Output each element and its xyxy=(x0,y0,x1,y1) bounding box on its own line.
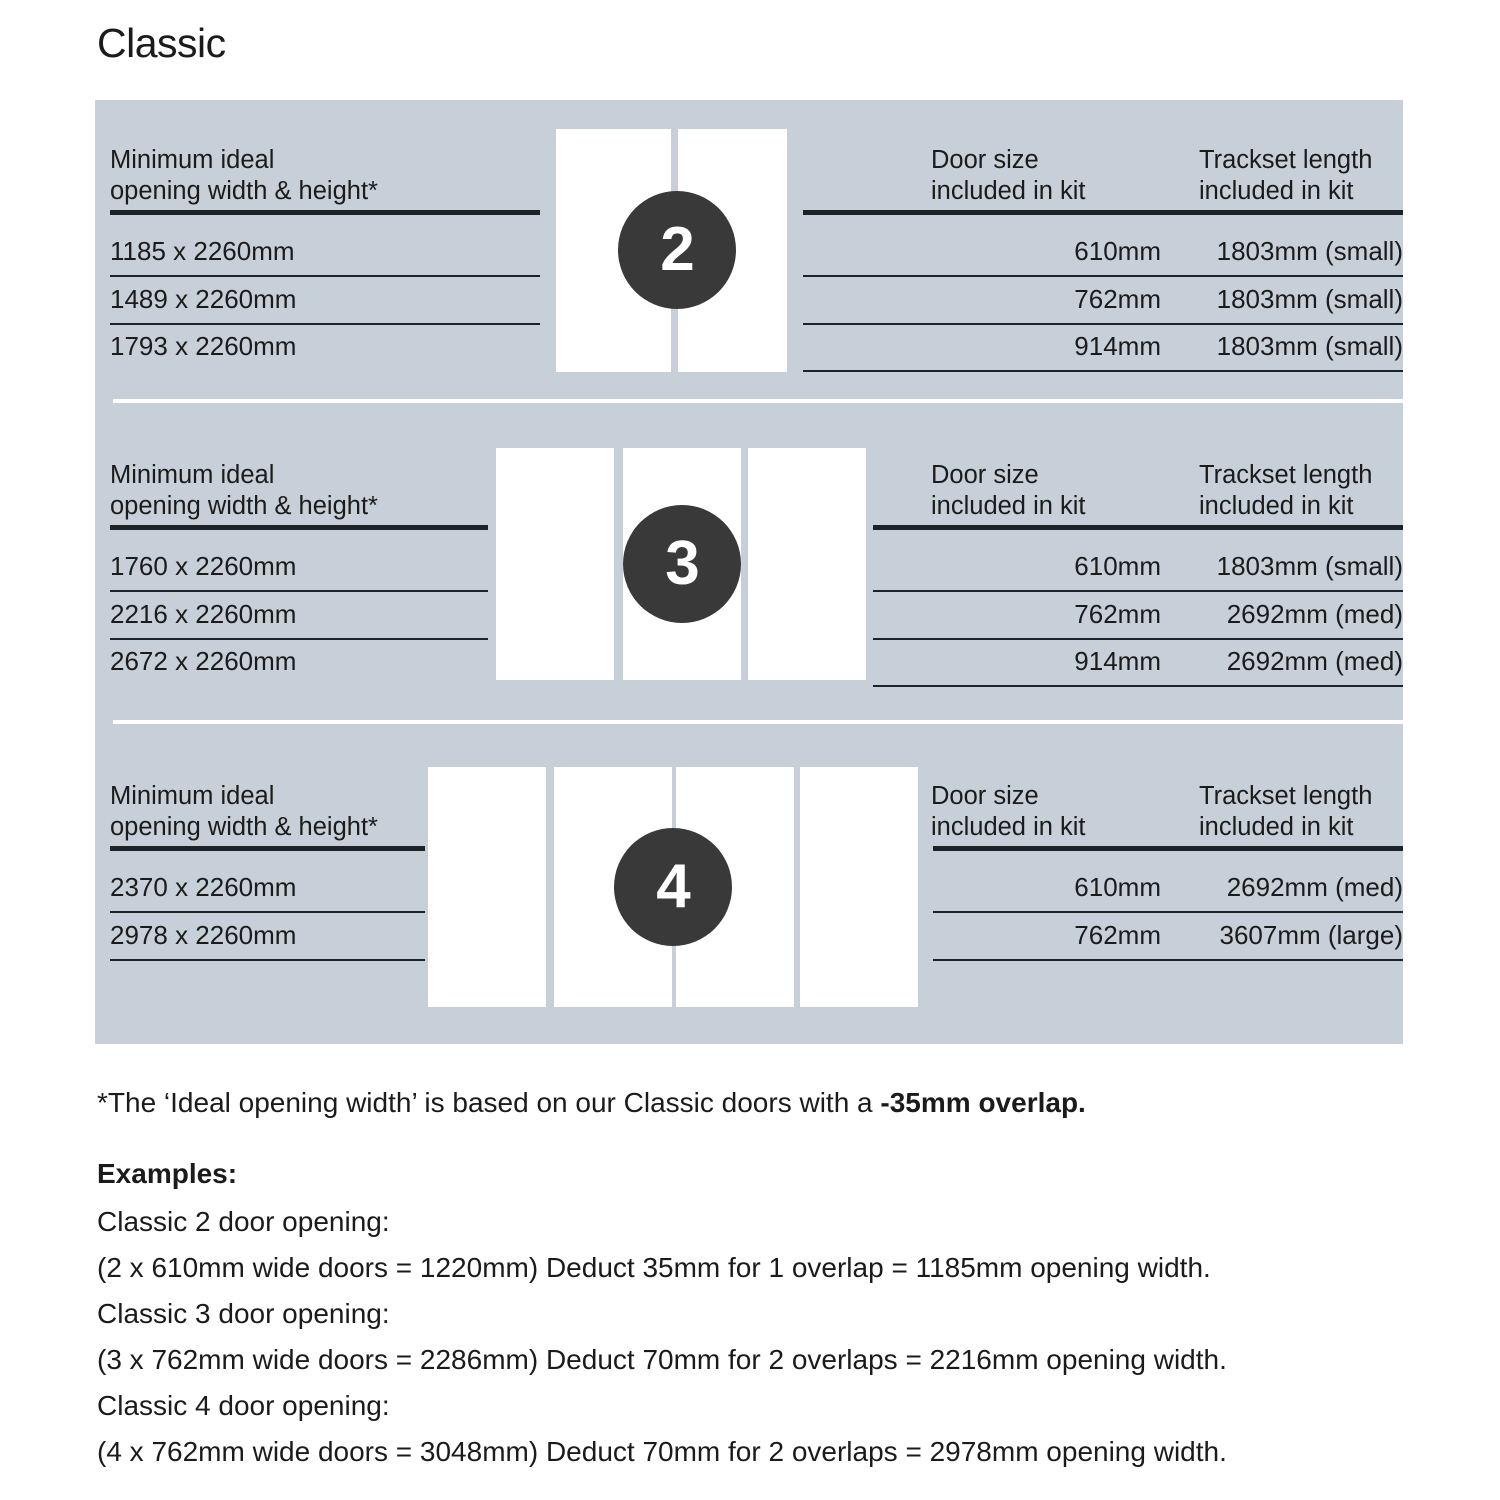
section-3-row-2-opening: 2216 x 2260mm xyxy=(110,599,297,629)
section-3-door: Minimum ideal opening width & height* Do… xyxy=(95,415,1403,720)
section-3-row-1-trackset: 1803mm (small) xyxy=(1216,551,1403,581)
section-3-row-3-opening: 2672 x 2260mm xyxy=(110,646,297,676)
section-4-row-2-trackset: 3607mm (large) xyxy=(1219,920,1403,950)
example-1-calc: (2 x 610mm wide doors = 1220mm) Deduct 3… xyxy=(97,1252,1211,1283)
section-2-row-3-opening: 1793 x 2260mm xyxy=(110,331,297,361)
section-2-row-2-door-size: 762mm xyxy=(1074,284,1161,314)
example-3-calc: (4 x 762mm wide doors = 3048mm) Deduct 7… xyxy=(97,1436,1227,1467)
sizing-table-board: Minimum ideal opening width & height* Do… xyxy=(95,100,1403,1044)
door-count-badge: 4 xyxy=(614,828,732,946)
examples-heading: Examples: xyxy=(97,1158,238,1189)
section-2-right-header-rule xyxy=(803,210,1403,215)
overlap-footnote-text: *The ‘Ideal opening width’ is based on o… xyxy=(97,1087,881,1118)
example-2-label: Classic 3 door opening: xyxy=(97,1298,390,1329)
section-4-row-1-door-size: 610mm xyxy=(1074,872,1161,902)
section-2-left-header: Minimum ideal opening width & height* xyxy=(110,146,378,205)
section-3-row-1-right-rule xyxy=(873,590,1403,592)
section-3-row-3-right-rule xyxy=(873,685,1403,687)
section-3-row-1-left-rule xyxy=(110,590,488,592)
section-2-row-3-trackset: 1803mm (small) xyxy=(1216,331,1403,361)
overlap-footnote: *The ‘Ideal opening width’ is based on o… xyxy=(97,1087,1086,1119)
section-4-left-header: Minimum ideal opening width & height* xyxy=(110,782,378,841)
section-4-trackset-header: Trackset length included in kit xyxy=(1199,782,1373,841)
section-4-row-1-opening: 2370 x 2260mm xyxy=(110,872,297,902)
section-4-door-size-header: Door size included in kit xyxy=(931,782,1086,841)
section-2-row-1-right-rule xyxy=(803,275,1403,277)
door-panel xyxy=(428,767,546,1007)
section-2-door-size-header: Door size included in kit xyxy=(931,146,1086,205)
section-2-row-3-door-size: 914mm xyxy=(1074,331,1161,361)
section-3-row-2-left-rule xyxy=(110,638,488,640)
example-2-calc: (3 x 762mm wide doors = 2286mm) Deduct 7… xyxy=(97,1344,1227,1375)
section-3-right-header-rule xyxy=(873,525,1403,530)
section-2-row-1-door-size: 610mm xyxy=(1074,236,1161,266)
door-count-badge: 3 xyxy=(623,505,741,623)
section-3-row-2-door-size: 762mm xyxy=(1074,599,1161,629)
page-title: Classic xyxy=(97,20,226,66)
section-3-door-size-header: Door size included in kit xyxy=(931,461,1086,520)
section-divider-1 xyxy=(113,399,1403,403)
section-2-trackset-header: Trackset length included in kit xyxy=(1199,146,1373,205)
section-3-left-header-rule xyxy=(110,525,488,530)
door-diagram-2: 2 xyxy=(556,129,802,372)
section-2-row-2-opening: 1489 x 2260mm xyxy=(110,284,297,314)
example-3-label: Classic 4 door opening: xyxy=(97,1390,390,1421)
section-4-row-1-left-rule xyxy=(110,911,425,913)
section-3-left-header: Minimum ideal opening width & height* xyxy=(110,461,378,520)
section-3-row-3-door-size: 914mm xyxy=(1074,646,1161,676)
section-2-door: Minimum ideal opening width & height* Do… xyxy=(95,100,1403,400)
section-divider-2 xyxy=(113,720,1403,724)
section-4-row-1-right-rule xyxy=(933,911,1403,913)
door-panel xyxy=(800,767,918,1007)
section-4-right-header-rule xyxy=(933,846,1403,851)
section-2-row-2-trackset: 1803mm (small) xyxy=(1216,284,1403,314)
door-count-badge: 2 xyxy=(618,191,736,309)
section-2-left-header-rule xyxy=(110,210,540,215)
section-2-row-3-right-rule xyxy=(803,370,1403,372)
section-4-door: Minimum ideal opening width & height* Do… xyxy=(95,736,1403,1044)
section-3-trackset-header: Trackset length included in kit xyxy=(1199,461,1373,520)
section-4-row-2-door-size: 762mm xyxy=(1074,920,1161,950)
section-2-row-1-left-rule xyxy=(110,275,540,277)
section-4-row-2-right-rule xyxy=(933,959,1403,961)
section-2-row-2-right-rule xyxy=(803,323,1403,325)
section-4-row-1-trackset: 2692mm (med) xyxy=(1226,872,1403,902)
section-4-row-2-opening: 2978 x 2260mm xyxy=(110,920,297,950)
overlap-footnote-emphasis: -35mm overlap. xyxy=(880,1087,1086,1118)
example-1-label: Classic 2 door opening: xyxy=(97,1206,390,1237)
section-2-row-1-opening: 1185 x 2260mm xyxy=(110,236,295,266)
door-diagram-4: 4 xyxy=(428,767,918,1007)
door-panel xyxy=(496,448,614,680)
section-3-row-1-opening: 1760 x 2260mm xyxy=(110,551,297,581)
section-2-row-2-left-rule xyxy=(110,323,540,325)
section-3-row-3-trackset: 2692mm (med) xyxy=(1226,646,1403,676)
section-3-row-1-door-size: 610mm xyxy=(1074,551,1161,581)
section-4-row-2-left-rule xyxy=(110,959,425,961)
section-2-row-1-trackset: 1803mm (small) xyxy=(1216,236,1403,266)
section-3-row-2-right-rule xyxy=(873,638,1403,640)
section-3-row-2-trackset: 2692mm (med) xyxy=(1226,599,1403,629)
door-diagram-3: 3 xyxy=(496,448,866,680)
section-4-left-header-rule xyxy=(110,846,425,851)
door-panel xyxy=(748,448,866,680)
